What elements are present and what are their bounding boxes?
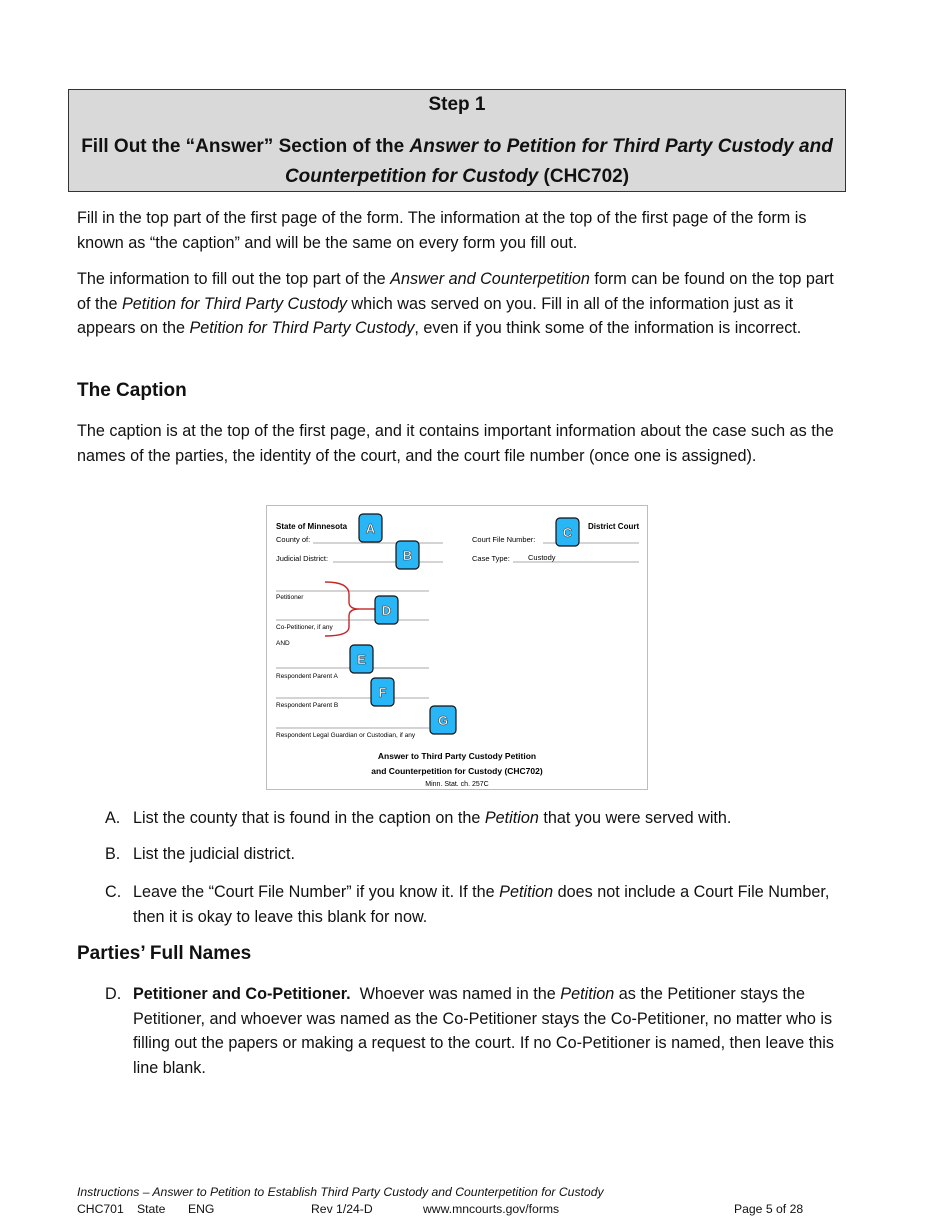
intro-paragraph-2: The information to fill out the top part… (77, 267, 847, 341)
fig-marker-e: E (349, 644, 374, 674)
intro-p2-italic-1: Answer and Counterpetition (390, 270, 590, 288)
fig-co-petitioner-label: Co-Petitioner, if any (276, 624, 333, 631)
intro-p2-italic-3: Petition for Third Party Custody (189, 319, 415, 337)
footer-form-code: CHC701 (77, 1202, 124, 1216)
list-a-text-b: that you were served with. (538, 809, 732, 827)
fig-respondent-a-label: Respondent Parent A (276, 673, 338, 680)
fig-marker-d-letter: D (382, 603, 391, 618)
fig-district-court: District Court (588, 522, 639, 531)
fig-marker-g-letter: G (438, 713, 448, 728)
intro-p2-text-a: The information to fill out the top part… (77, 270, 391, 288)
fig-marker-e-letter: E (357, 652, 366, 667)
step-label: Step 1 (428, 94, 486, 115)
fig-state-label: State of Minnesota (276, 522, 348, 531)
intro-p2-italic-2: Petition for Third Party Custody (122, 294, 347, 313)
footer-url: www.mncourts.gov/forms (423, 1202, 560, 1216)
fig-respondent-guardian-label: Respondent Legal Guardian or Custodian, … (276, 732, 416, 739)
fig-marker-b-letter: B (403, 548, 412, 563)
fig-judicial-label: Judicial District: (276, 554, 328, 563)
parties-heading: Parties’ Full Names (77, 943, 252, 964)
fig-marker-c: C (555, 517, 580, 547)
list-body: List the judicial district. (133, 845, 295, 863)
list-d-bold: Petitioner and Co-Petitioner. (133, 985, 351, 1003)
footer-title-text: Instructions – Answer to Petition to Est… (77, 1185, 604, 1199)
list-body: Leave the “Court File Number” if you kno… (133, 880, 845, 929)
list-letter: D. (105, 985, 122, 1003)
footer-scope: State (137, 1202, 166, 1216)
list-c-italic: Petition (499, 883, 554, 901)
fig-marker-f: F (370, 677, 395, 707)
fig-county-label: County of: (276, 535, 310, 544)
list-item-d: D. Petitioner and Co-Petitioner. Whoever… (105, 982, 845, 1080)
list-item-a: A. List the county that is found in the … (105, 806, 845, 831)
list-a-text-a: List the county that is found in the cap… (133, 809, 485, 827)
list-c-text-a: Leave the “Court File Number” if you kno… (133, 883, 500, 901)
fig-and-label: AND (276, 640, 290, 647)
fig-statute: Minn. Stat. ch. 257C (425, 781, 488, 788)
list-a-italic: Petition (484, 809, 539, 827)
fig-marker-g: G (429, 705, 457, 735)
list-letter: C. (105, 883, 122, 901)
list-body: List the county that is found in the cap… (133, 806, 845, 831)
fig-form-title-2: and Counterpetition for Custody (CHC702) (371, 766, 543, 776)
fig-marker-f-letter: F (379, 685, 387, 700)
caption-heading: The Caption (77, 380, 187, 401)
fig-marker-d: D (374, 595, 399, 625)
list-item-b: B. List the judicial district. (105, 842, 845, 867)
intro-p2-text-b: form can be found on the top part of the (77, 270, 834, 313)
step-header-box: Step 1 Fill Out the “Answer” Section of … (68, 89, 846, 192)
fig-respondent-b-label: Respondent Parent B (276, 702, 338, 709)
list-d-italic: Petition (560, 985, 615, 1003)
fig-case-type-label: Case Type: (472, 554, 510, 563)
step-title: Fill Out the “Answer” Section of the Ans… (79, 132, 835, 192)
fig-marker-a: A (358, 513, 383, 543)
footer-page: Page 5 of 28 (734, 1202, 804, 1216)
intro-paragraph-1: Fill in the top part of the first page o… (77, 209, 807, 252)
step-title-form-name: Answer to Petition for Third Party Custo… (284, 136, 833, 187)
fig-marker-a-letter: A (366, 521, 376, 536)
intro-p2-text-d: , even if you think some of the informat… (414, 319, 802, 337)
step-title-text: Fill Out the “Answer” Section of the (81, 136, 410, 157)
fig-marker-b: B (395, 540, 420, 570)
list-d-text-b: as the Petitioner stays the Petitioner, … (133, 985, 834, 1077)
fig-case-type-value: Custody (528, 553, 556, 562)
list-c-text-b: does not include a Court File Number, th… (133, 883, 830, 926)
list-letter: B. (105, 845, 121, 863)
footer-meta: CHC701 State ENG Rev 1/24-D www.mncourts… (77, 1202, 837, 1218)
caption-paragraph: The caption is at the top of the first p… (77, 422, 834, 465)
footer-title: Instructions – Answer to Petition to Est… (77, 1185, 604, 1199)
list-body: Petitioner and Co-Petitioner. Whoever wa… (133, 982, 845, 1080)
fig-court-file-label: Court File Number: (472, 535, 535, 544)
fig-petitioner-label: Petitioner (276, 594, 304, 601)
intro-p2-text-c: which was served on you. Fill in all of … (77, 294, 794, 338)
caption-example-svg: State of Minnesota County of: Judicial D… (276, 513, 639, 788)
caption-example-figure: State of Minnesota County of: Judicial D… (266, 505, 648, 790)
list-letter: A. (105, 809, 121, 827)
list-item-c: C. Leave the “Court File Number” if you … (105, 880, 845, 929)
fig-marker-c-letter: C (563, 525, 573, 540)
list-d-text-a: Whoever was named in the (350, 985, 561, 1003)
fig-form-title-1: Answer to Third Party Custody Petition (378, 751, 536, 761)
footer-revision: Rev 1/24-D (311, 1202, 373, 1216)
footer-language: ENG (188, 1202, 215, 1216)
step-title-code: (CHC702) (538, 166, 630, 187)
